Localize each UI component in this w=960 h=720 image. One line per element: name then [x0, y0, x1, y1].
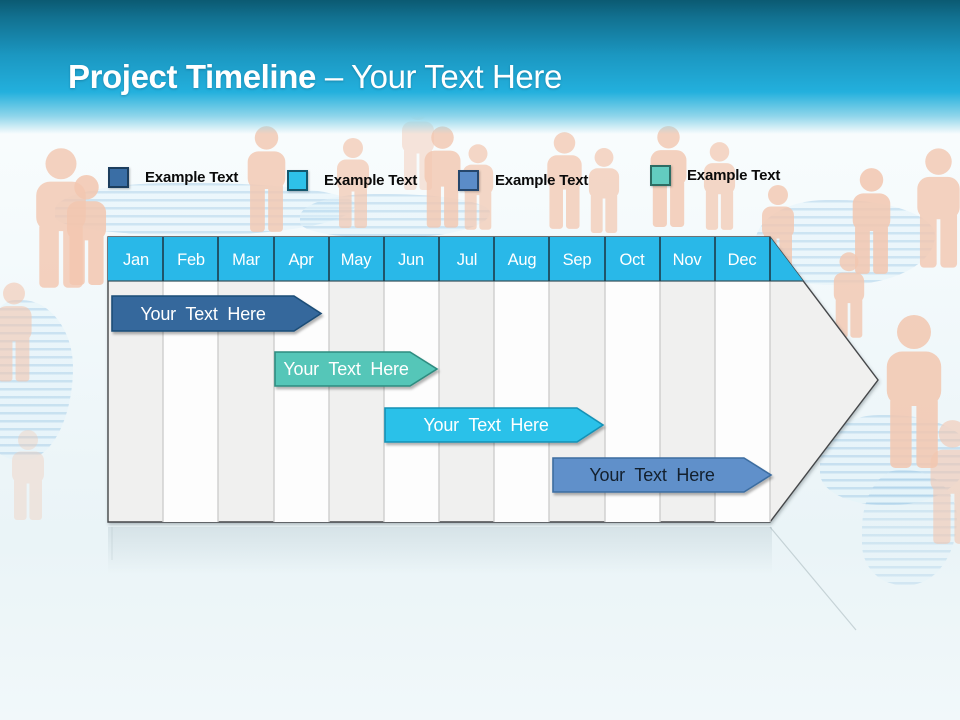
legend-item: Example Text: [458, 170, 588, 191]
legend-item: Example Text: [650, 165, 780, 186]
legend-swatch: [650, 165, 671, 186]
month-header-separators: [162, 237, 771, 281]
month-label: Sep: [563, 251, 592, 269]
legend-swatch: [458, 170, 479, 191]
month-label: Jul: [457, 251, 478, 269]
task-bar-label: Your Text Here: [589, 465, 714, 485]
slide-title-light: – Your Text Here: [324, 58, 562, 95]
legend-label: Example Text: [324, 172, 418, 189]
month-label: Jan: [123, 251, 149, 269]
title-band: [0, 0, 960, 134]
world-map-texture: [300, 194, 490, 238]
month-label: Mar: [232, 251, 261, 269]
month-label: Dec: [728, 251, 757, 269]
slide-title-bold: Project Timeline: [68, 58, 316, 95]
month-label: Oct: [619, 251, 645, 269]
month-label: May: [341, 251, 373, 269]
slide-title: Project Timeline– Your Text Here: [68, 58, 562, 96]
legend-item: Example Text: [108, 167, 238, 188]
task-bar-shape: [384, 407, 605, 443]
legend-item: Example Text: [287, 170, 417, 191]
legend-label: Example Text: [495, 172, 589, 189]
month-label: Nov: [673, 251, 703, 269]
legend-label: Example Text: [687, 167, 781, 184]
task-bar-label: Your Text Here: [140, 304, 265, 324]
task-bar-label: Your Text Here: [423, 415, 548, 435]
task-bar: Your Text Here: [552, 457, 773, 493]
legend-swatch: [287, 170, 308, 191]
month-label: Apr: [288, 251, 314, 269]
task-bar-shape: [274, 351, 439, 387]
task-bar-label: Your Text Here: [283, 359, 408, 379]
task-bar-shape: [111, 295, 323, 332]
reflection-lines: [111, 526, 857, 631]
legend-swatch: [108, 167, 129, 188]
legend-label: Example Text: [145, 169, 239, 186]
chart-reflection: [108, 527, 772, 585]
task-bar: Your Text Here: [384, 407, 605, 443]
task-bar: Your Text Here: [274, 351, 439, 387]
month-header-band: [108, 237, 812, 281]
month-label: Jun: [398, 251, 424, 269]
month-label: Aug: [508, 251, 537, 269]
task-bar: Your Text Here: [111, 295, 323, 332]
month-label: Feb: [177, 251, 205, 269]
task-bar-shape: [552, 457, 773, 493]
